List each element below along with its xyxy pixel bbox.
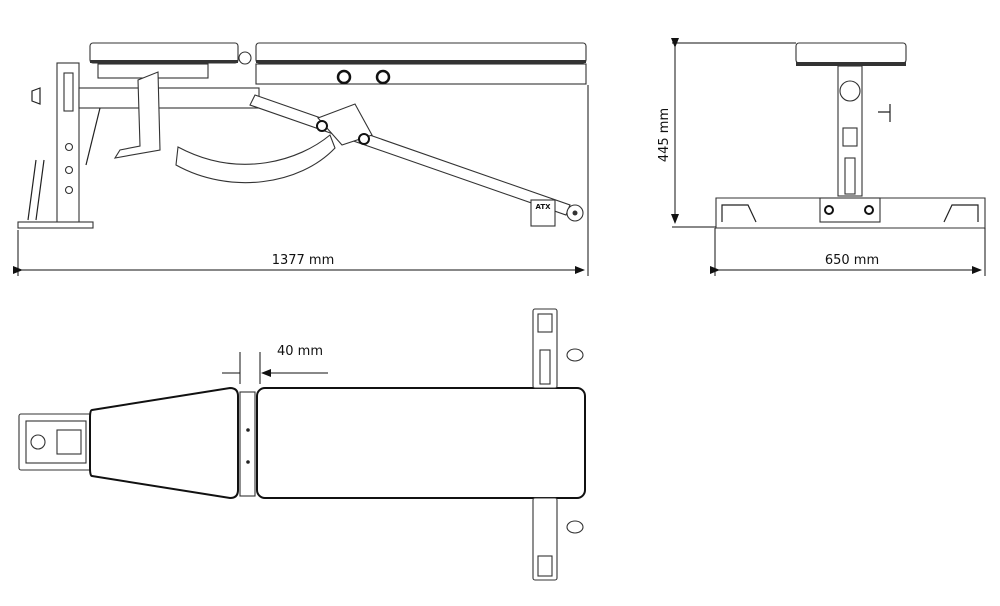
hinge-icon xyxy=(238,51,252,65)
brace xyxy=(85,107,101,166)
front-seat-pad xyxy=(795,42,907,64)
pivot-bolt-icon xyxy=(358,133,370,145)
pop-pin-knob-icon xyxy=(839,80,861,102)
column-slot xyxy=(842,127,858,147)
hinge-bracket xyxy=(239,391,256,497)
bolt-icon xyxy=(824,205,834,215)
gap-label: 40 mm xyxy=(277,344,323,359)
side-seat-frame xyxy=(255,63,587,85)
wheel-icon xyxy=(566,348,584,362)
width-label: 650 mm xyxy=(825,253,879,268)
bolt-icon xyxy=(336,69,352,85)
main-rail xyxy=(78,87,260,109)
foot-cap xyxy=(537,313,553,333)
hole xyxy=(64,142,74,152)
knob-icon xyxy=(30,434,46,450)
brand-logo: ATX xyxy=(535,203,551,211)
side-seat-pad-base xyxy=(256,60,586,63)
foot-slot xyxy=(539,349,551,385)
length-label: 1377 mm xyxy=(272,253,335,268)
base-caps xyxy=(721,204,979,223)
side-head-pad-base xyxy=(90,60,238,63)
side-view: ATX 1377 mm xyxy=(13,42,589,276)
wheel-icon xyxy=(566,520,584,534)
hinge-bolt xyxy=(246,460,250,464)
front-foot-plate xyxy=(17,221,94,229)
angle-arc-bracket xyxy=(175,134,336,184)
hinge-bolt xyxy=(246,428,250,432)
hole xyxy=(64,165,74,175)
pivot-bolt-icon xyxy=(316,120,328,132)
upright-slot xyxy=(63,72,74,112)
t-handle-icon xyxy=(878,104,891,122)
rear-foot xyxy=(530,199,556,227)
front-view: 445 mm 650 mm xyxy=(657,38,986,276)
column-top xyxy=(56,429,82,455)
hole xyxy=(64,185,74,195)
top-head-pad xyxy=(89,386,239,500)
knob-icon xyxy=(31,87,41,105)
ladder xyxy=(844,157,856,195)
wheel-hub xyxy=(572,210,578,216)
front-seat-base xyxy=(796,62,906,66)
foot-cap xyxy=(537,555,553,577)
bolt-icon xyxy=(375,69,391,85)
adjust-lever xyxy=(113,71,161,159)
top-view: 40 mm xyxy=(18,308,586,581)
height-label: 445 mm xyxy=(657,108,672,162)
top-seat-pad xyxy=(256,387,586,499)
ladder-handle xyxy=(27,159,45,221)
pivot-plate xyxy=(317,103,373,146)
bolt-icon xyxy=(864,205,874,215)
